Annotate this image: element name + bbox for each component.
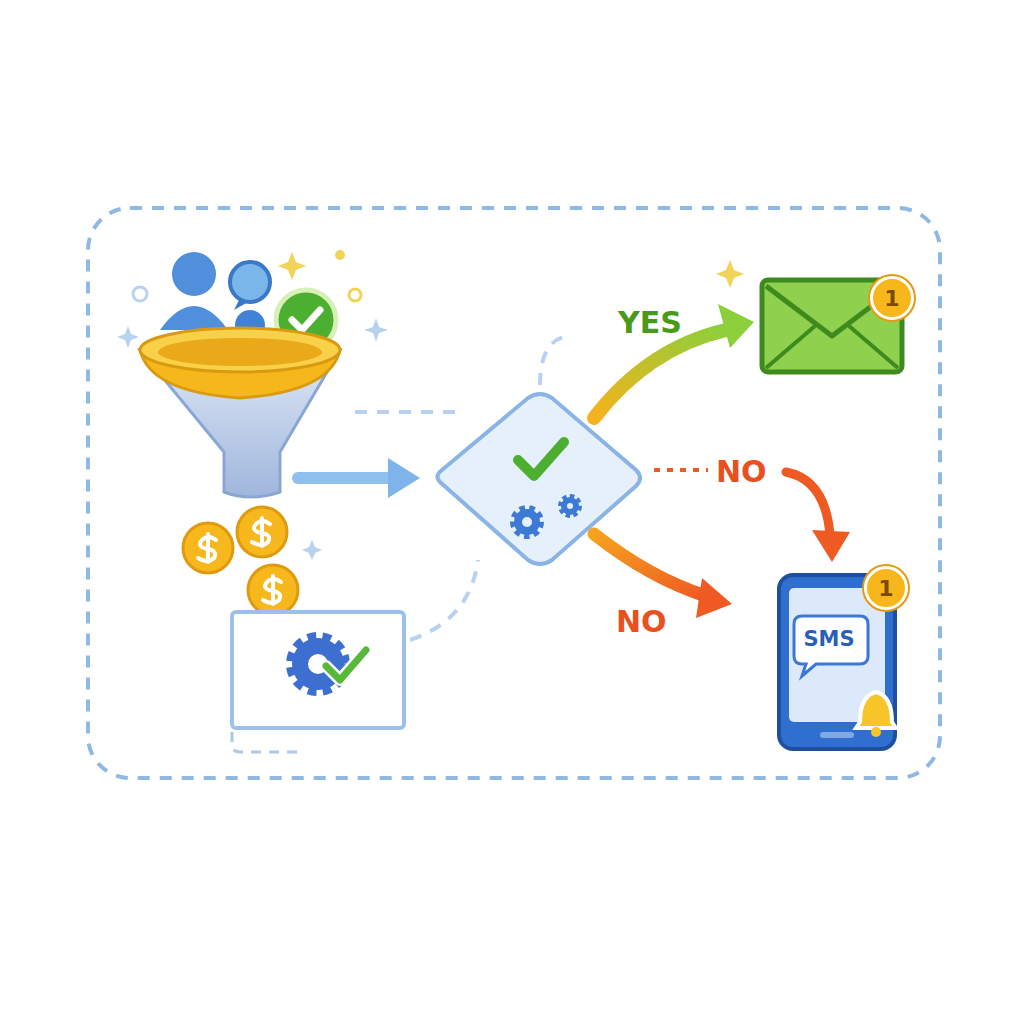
coins: [183, 507, 298, 615]
no-arrow: [594, 534, 706, 596]
settings-box: [232, 612, 404, 728]
no-arrow: [786, 472, 830, 536]
branch-label: YES: [618, 305, 682, 340]
sms-text: SMS: [794, 626, 864, 652]
dashed-frame: [88, 208, 940, 778]
no-dotted-line: [654, 468, 708, 472]
badge-count: 1: [884, 286, 899, 311]
arrow-head: [388, 458, 420, 498]
branch-label: NO: [716, 454, 767, 489]
funnel-icon: [140, 328, 340, 497]
branch-label: NO: [616, 604, 667, 639]
badge-count: 1: [878, 576, 893, 601]
sparkles: [278, 250, 744, 288]
notification-badge: 1: [864, 566, 908, 610]
yes-arrow: [594, 330, 726, 418]
notification-badge: 1: [870, 276, 914, 320]
gear-icon: [292, 638, 366, 690]
